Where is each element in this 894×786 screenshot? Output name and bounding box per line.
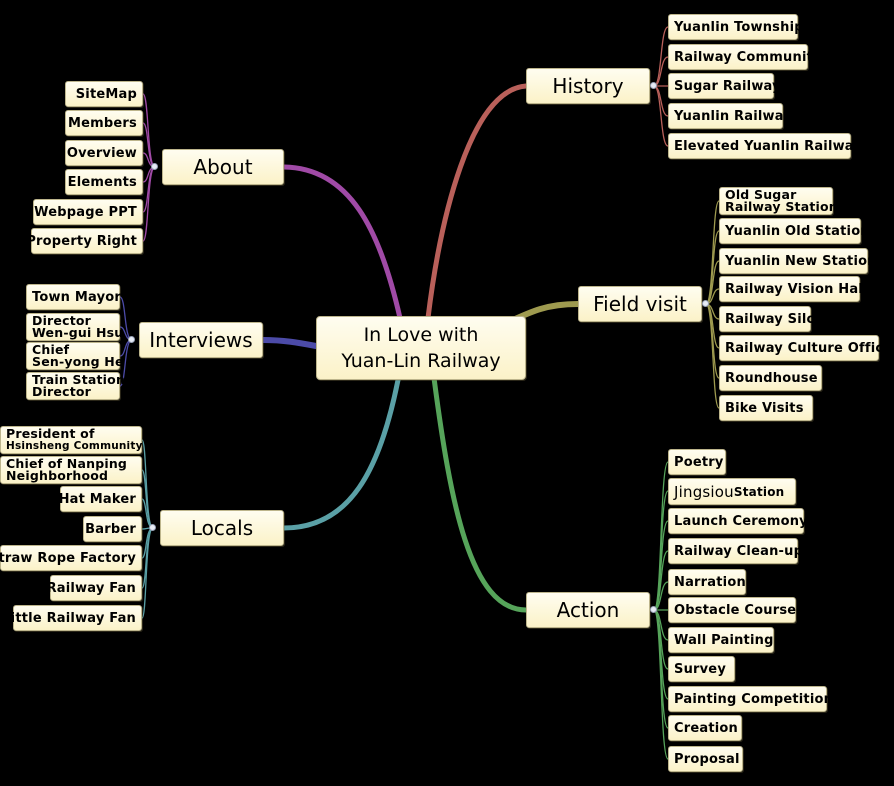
about-connector: [142, 93, 156, 168]
topic-action-label: Action: [556, 598, 620, 622]
topic-history-label: History: [552, 74, 624, 98]
locals-collapse-dot[interactable]: [149, 524, 156, 531]
about-item[interactable]: Property Right: [26, 228, 143, 254]
history-item[interactable]: Railway Community: [668, 44, 822, 70]
history-item[interactable]: Elevated Yuanlin Railway: [668, 133, 862, 159]
branch-about: [281, 164, 403, 321]
action-item[interactable]: Obstacle Course: [668, 597, 796, 623]
action-item[interactable]: Poetry: [668, 449, 726, 475]
action-item[interactable]: Railway Clean-up: [668, 538, 803, 564]
field-visit-item[interactable]: Bike Visits: [719, 395, 813, 421]
topic-interviews[interactable]: Interviews: [139, 322, 263, 358]
about-collapse-dot[interactable]: [151, 163, 158, 170]
locals-item[interactable]: Railway Fan: [47, 575, 142, 601]
central-topic[interactable]: In Love with Yuan-Lin Railway: [316, 316, 526, 380]
locals-item[interactable]: Little Railway Fan: [2, 605, 142, 631]
action-collapse-dot[interactable]: [650, 606, 657, 613]
field-visit-item[interactable]: Railway Silo: [719, 306, 815, 332]
interviews-item[interactable]: Chief Sen-yong He: [26, 342, 123, 370]
locals-connector: [141, 527, 154, 619]
about-item[interactable]: SiteMap: [65, 81, 143, 107]
branch-locals: [281, 377, 401, 531]
field-visit-connector: [705, 303, 720, 409]
action-item[interactable]: Proposal: [668, 746, 743, 772]
history-connector: [653, 26, 669, 87]
central-topic-line2: Yuan-Lin Railway: [341, 350, 501, 372]
topic-interviews-label: Interviews: [149, 328, 253, 352]
action-connector: [653, 461, 669, 611]
topic-history[interactable]: History: [526, 68, 650, 104]
action-item[interactable]: Painting Competition: [668, 686, 833, 712]
locals-item[interactable]: Straw Rope Factory: [0, 545, 142, 571]
interviews-item[interactable]: Town Mayor: [26, 284, 121, 310]
about-item[interactable]: Members: [65, 110, 143, 136]
about-item[interactable]: Elements: [65, 169, 143, 195]
locals-item[interactable]: President of Hsinsheng Community: [0, 426, 142, 454]
locals-item[interactable]: Hat Maker: [59, 486, 142, 512]
field-visit-item[interactable]: Railway Culture Office: [719, 335, 892, 361]
action-connector: [653, 490, 669, 611]
field-visit-item[interactable]: Yuanlin New Station: [719, 248, 876, 274]
about-item[interactable]: Overview: [65, 140, 143, 166]
history-collapse-dot[interactable]: [650, 82, 657, 89]
history-item[interactable]: Yuanlin Township: [668, 14, 804, 40]
branch-action: [431, 375, 529, 613]
history-item[interactable]: Sugar Railway: [668, 73, 781, 99]
interviews-item[interactable]: Director Wen-gui Hsu: [26, 313, 123, 341]
action-item[interactable]: Survey: [668, 656, 735, 682]
central-topic-line1: In Love with: [363, 324, 479, 346]
topic-locals[interactable]: Locals: [160, 510, 284, 546]
topic-field-visit-label: Field visit: [593, 292, 687, 316]
about-connector: [142, 166, 156, 242]
locals-item[interactable]: Chief of Nanping Neighborhood: [0, 456, 142, 484]
action-item[interactable]: Creation: [668, 715, 742, 741]
field-visit-item[interactable]: Old Sugar Railway Station: [719, 187, 838, 215]
branch-history: [425, 83, 529, 321]
action-item[interactable]: Wall Painting: [668, 627, 774, 653]
field-visit-item[interactable]: Railway Vision Hall: [719, 276, 867, 302]
topic-action[interactable]: Action: [526, 592, 650, 628]
action-item[interactable]: Narration: [668, 569, 746, 595]
history-item[interactable]: Yuanlin Railway: [668, 103, 792, 129]
topic-about-label: About: [193, 155, 253, 179]
field-visit-item[interactable]: Yuanlin Old Station: [719, 218, 870, 244]
about-item[interactable]: Webpage PPT: [33, 199, 143, 225]
topic-locals-label: Locals: [190, 516, 254, 540]
field-visit-connector: [705, 230, 720, 305]
locals-item[interactable]: Barber: [83, 516, 142, 542]
interviews-collapse-dot[interactable]: [128, 336, 135, 343]
action-item[interactable]: Jingsiou Station: [668, 478, 796, 505]
branch-interviews: [260, 337, 319, 349]
interviews-item[interactable]: Train Station Director: [26, 372, 125, 400]
topic-about[interactable]: About: [162, 149, 284, 185]
action-item[interactable]: Launch Ceremony: [668, 508, 808, 534]
topic-field-visit[interactable]: Field visit: [578, 286, 702, 322]
field-visit-collapse-dot[interactable]: [702, 300, 709, 307]
field-visit-item[interactable]: Roundhouse: [719, 365, 822, 391]
action-connector: [653, 609, 669, 760]
history-connector: [653, 85, 669, 147]
